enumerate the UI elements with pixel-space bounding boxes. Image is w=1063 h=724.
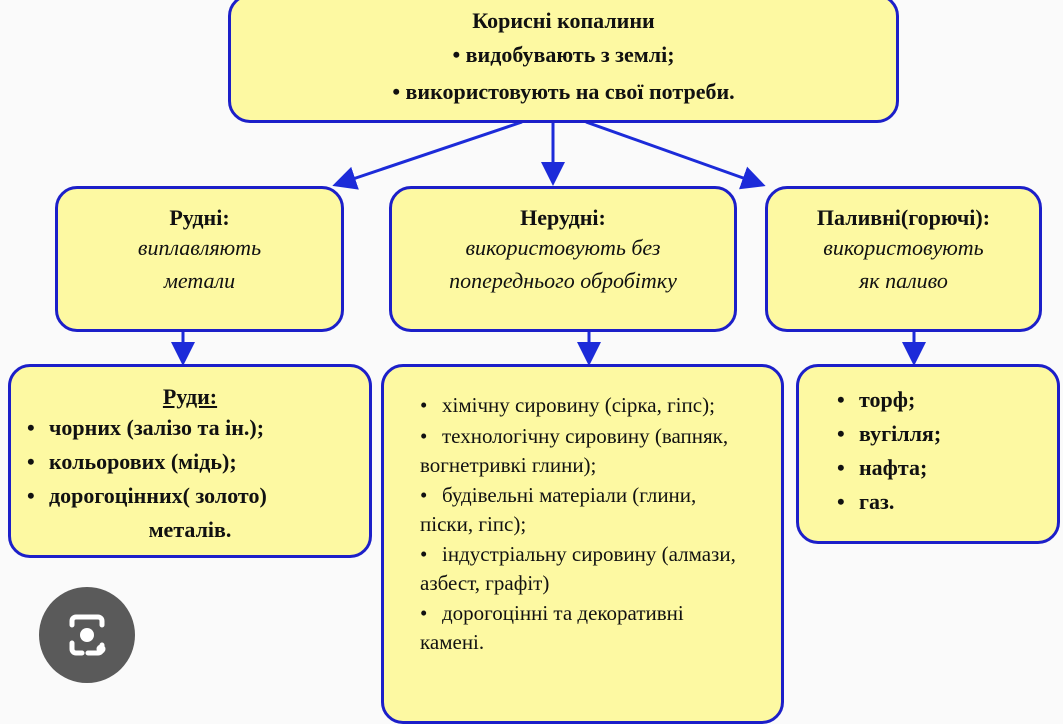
nonmetal-item: хімічну сировину (сірка, гіпс); xyxy=(420,391,741,421)
category-title: Нерудні: xyxy=(520,205,606,230)
top-title: Корисні копалини xyxy=(472,8,655,33)
top-box: Корисні копалини • видобувають з землі; … xyxy=(228,0,899,123)
arrow-to-ore xyxy=(332,120,523,190)
google-lens-button[interactable] xyxy=(39,587,135,683)
connector-arrows xyxy=(171,120,926,366)
ore-item: кольорових (мідь); xyxy=(27,445,369,479)
nonmetal-item: будівельні матеріали (глини, піски, гіпс… xyxy=(420,481,741,540)
category-desc: як паливо xyxy=(859,268,948,293)
fuel-item: газ. xyxy=(837,485,1057,519)
category-desc: виплавляють xyxy=(137,235,262,260)
category-ore: Рудні: виплавляють метали xyxy=(55,186,344,332)
nonmetal-box: хімічну сировину (сірка, гіпс); технолог… xyxy=(381,364,784,724)
arrow-to-fuel xyxy=(585,120,766,190)
category-desc: метали xyxy=(163,268,236,293)
category-nonmetal: Нерудні: використовують без попереднього… xyxy=(389,186,737,332)
category-title: Рудні: xyxy=(169,205,230,230)
category-desc: попереднього обробітку xyxy=(449,268,677,293)
nonmetal-item: індустріальну сировину (алмази, азбест, … xyxy=(420,540,741,599)
category-title: Паливні(горючі): xyxy=(816,205,991,230)
fuel-item: вугілля; xyxy=(837,417,1057,451)
nonmetal-item: дорогоцінні та декоративні камені. xyxy=(420,599,741,658)
fuels-box: торф; вугілля; нафта; газ. xyxy=(796,364,1060,544)
ores-box: Руди: чорних (залізо та ін.); кольорових… xyxy=(8,364,372,558)
category-fuel: Паливні(горючі): використовують як палив… xyxy=(765,186,1042,332)
google-lens-icon xyxy=(69,614,106,656)
nonmetal-item: технологічну сировину (вапняк, вогнетрив… xyxy=(420,422,741,481)
fuel-item: нафта; xyxy=(837,451,1057,485)
ore-item: дорогоцінних( золото) xyxy=(27,479,369,513)
ore-item: чорних (залізо та ін.); xyxy=(27,411,369,445)
ores-title: Руди: xyxy=(162,384,218,409)
top-bullet: видобувають з землі; xyxy=(465,42,675,67)
ore-tail: металів. xyxy=(148,517,232,542)
fuel-item: торф; xyxy=(837,383,1057,417)
top-bullet: використовують на свої потреби. xyxy=(405,79,735,104)
category-desc: використовують xyxy=(823,235,984,260)
category-desc: використовують без xyxy=(465,235,661,260)
